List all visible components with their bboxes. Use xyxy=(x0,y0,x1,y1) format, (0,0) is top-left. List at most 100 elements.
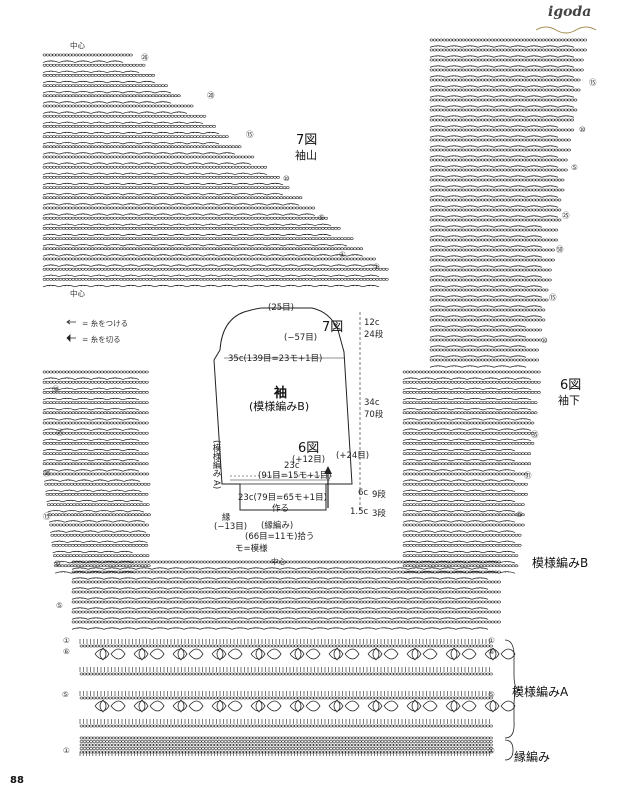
fan-stitch-row xyxy=(429,255,543,258)
fan-stitch-row xyxy=(42,141,220,145)
chain-row xyxy=(42,165,268,169)
schematic-top-count: (25目) xyxy=(268,303,294,313)
chain-row xyxy=(402,421,535,425)
fan-stitch-row xyxy=(402,469,516,472)
chain-row xyxy=(429,328,543,332)
chain-row xyxy=(42,391,149,394)
chain-row xyxy=(49,523,149,527)
chain-row xyxy=(429,298,549,302)
chain-row xyxy=(429,318,546,322)
fan-stitch-row xyxy=(429,75,575,78)
fan-stitch-row xyxy=(42,438,140,441)
fan-stitch-row xyxy=(51,540,148,543)
row-marker: ㉕ xyxy=(562,211,570,220)
row-marker: ⑤ xyxy=(516,510,523,519)
schematic-arrow-head xyxy=(324,466,332,474)
chain-row xyxy=(402,554,519,557)
legend-attach-text: = 糸をつける xyxy=(82,319,129,328)
fan-stitch-row xyxy=(429,235,543,238)
fan-stitch-row xyxy=(71,607,489,610)
fan-stitch-row xyxy=(429,325,527,328)
chain-row xyxy=(429,228,559,232)
row-marker: ① xyxy=(63,746,70,755)
chain-row xyxy=(402,523,525,527)
row-marker: ㉚ xyxy=(52,385,60,394)
schematic-fig7: 7図 xyxy=(322,320,344,335)
fan-stitch-row xyxy=(402,377,532,380)
fan-stitch-row xyxy=(42,80,156,84)
row-marker: ⑤ xyxy=(488,690,495,699)
stitch-tick-row xyxy=(79,667,490,672)
chain-row xyxy=(42,125,216,128)
row-marker: ⑤ xyxy=(62,690,69,699)
fan-stitch-row xyxy=(43,479,141,482)
chain-row xyxy=(402,391,541,394)
fan-stitch-row xyxy=(402,397,532,401)
chain-row xyxy=(45,493,149,496)
chain-row xyxy=(42,206,316,210)
fan-stitch-row xyxy=(429,55,575,58)
chain-row xyxy=(429,258,555,262)
fan-stitch-row xyxy=(429,295,543,298)
fan-stitch-row xyxy=(42,469,140,472)
row-marker: ⑤ xyxy=(318,213,325,222)
row-marker: ⑤ xyxy=(571,163,578,172)
chain-row xyxy=(429,188,565,192)
chain-row xyxy=(42,176,280,179)
fan-stitch-row xyxy=(402,448,516,452)
schematic-border: (縁編み) xyxy=(261,521,294,531)
chain-row xyxy=(402,431,535,435)
fan-stitch-row xyxy=(429,155,559,158)
schematic-pattern-a-vertical: (模様編み A) xyxy=(211,440,221,490)
chain-row xyxy=(429,208,562,212)
fan-stitch-row xyxy=(429,175,559,178)
schematic-motif: モ=模様 xyxy=(235,544,268,554)
fan-stitch-row xyxy=(42,111,188,114)
chain-row xyxy=(429,138,571,142)
chain-row xyxy=(42,155,255,159)
fan-stitch-row xyxy=(402,428,532,431)
fan-stitch-row xyxy=(54,571,136,574)
fan-stitch-row xyxy=(429,45,575,48)
fan-stitch-row xyxy=(42,428,140,431)
chain-row xyxy=(42,452,149,455)
row-marker: ① xyxy=(373,262,380,271)
row-marker: ⑮ xyxy=(246,130,254,139)
chain-row xyxy=(402,493,528,496)
chain-row xyxy=(402,513,525,517)
sleeve-schematic-outline xyxy=(213,307,353,511)
chain-row xyxy=(402,482,528,486)
row-marker: ㉟ xyxy=(531,430,539,439)
chain-row xyxy=(402,462,532,466)
fan-stitch-row xyxy=(429,365,527,368)
row-marker: ⑳ xyxy=(207,91,215,100)
chain-row xyxy=(79,743,493,747)
fan-stitch-row xyxy=(429,275,543,278)
fan-stitch-row xyxy=(429,65,575,68)
underarm-name: 袖下 xyxy=(558,394,580,407)
fan-stitch-row xyxy=(429,345,527,348)
schematic-pickup: (66目=11モ)拾う xyxy=(245,532,315,542)
schematic-minus-13: (−13目) xyxy=(214,522,248,532)
chain-row xyxy=(429,288,549,292)
fan-stitch-row xyxy=(42,152,236,155)
row-marker: ⑩ xyxy=(54,559,61,568)
fan-stitch-row xyxy=(429,265,543,268)
fan-stitch-row xyxy=(402,418,532,421)
row-marker: ① xyxy=(488,746,495,755)
row-marker: ㉖ xyxy=(141,53,149,62)
height-34c: 34c xyxy=(364,398,380,408)
fan-stitch-row xyxy=(71,627,489,630)
chain-row xyxy=(71,560,501,564)
fan-stitch-row xyxy=(71,567,489,570)
fan-stitch-row xyxy=(42,213,316,216)
brand-logo: igoda xyxy=(548,4,592,20)
chain-row xyxy=(429,178,565,182)
chain-row xyxy=(429,338,543,342)
chain-row xyxy=(429,48,587,52)
fan-stitch-row xyxy=(71,597,489,600)
border-label: 縁編み xyxy=(514,750,551,764)
chain-row xyxy=(71,610,501,614)
row-marker: ⑮ xyxy=(549,293,557,302)
chain-row xyxy=(402,533,522,537)
